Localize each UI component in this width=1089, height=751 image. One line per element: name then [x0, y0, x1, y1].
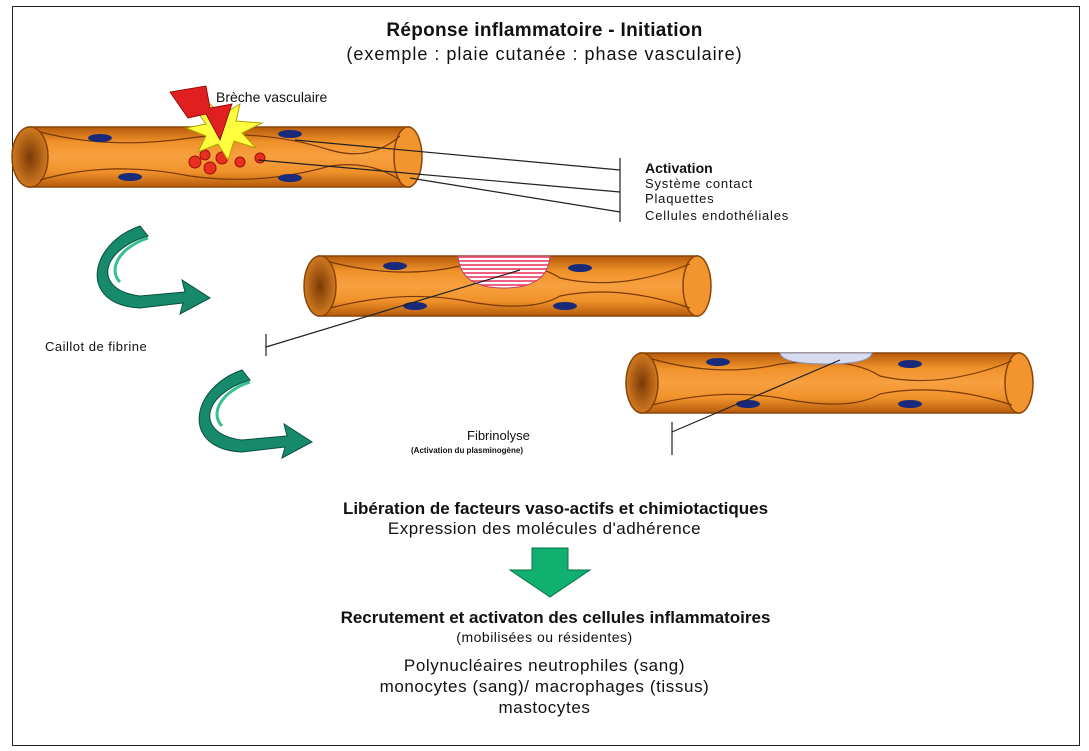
- nucleus: [88, 134, 112, 142]
- down-arrow-icon: [510, 548, 590, 597]
- activation-title: Activation: [645, 160, 713, 176]
- fibrinolyse-label: Fibrinolyse: [467, 428, 530, 443]
- nucleus: [278, 130, 302, 138]
- cell-type: mastocytes: [0, 698, 1089, 718]
- cell-type: Polynucléaires neutrophiles (sang): [0, 656, 1089, 676]
- recrutement-subtitle: (mobilisées ou résidentes): [0, 629, 1089, 645]
- liberation-title: Libération de facteurs vaso-actifs et ch…: [0, 499, 1089, 519]
- liberation-subtitle: Expression des molécules d'adhérence: [0, 519, 1089, 539]
- recrutement-title: Recrutement et activaton des cellules in…: [0, 608, 1089, 628]
- nucleus: [118, 173, 142, 181]
- breche-label: Brèche vasculaire: [216, 89, 327, 105]
- activation-item: Système contact: [645, 176, 753, 191]
- diagram-title: Réponse inflammatoire - Initiation: [0, 20, 1089, 42]
- activation-item: Cellules endothéliales: [645, 208, 789, 223]
- fibrinolyse-sublabel: (Activation du plasminogène): [411, 446, 523, 455]
- curved-arrow-icon: [199, 370, 312, 458]
- curved-arrow-icon: [97, 226, 210, 314]
- diagram-subtitle: (exemple : plaie cutanée : phase vascula…: [0, 44, 1089, 65]
- cell-type: monocytes (sang)/ macrophages (tissus): [0, 677, 1089, 697]
- vessel-2: [304, 256, 711, 316]
- nucleus: [278, 174, 302, 182]
- activation-item: Plaquettes: [645, 191, 714, 206]
- caillot-label: Caillot de fibrine: [45, 339, 147, 354]
- vessel-3: [626, 353, 1033, 413]
